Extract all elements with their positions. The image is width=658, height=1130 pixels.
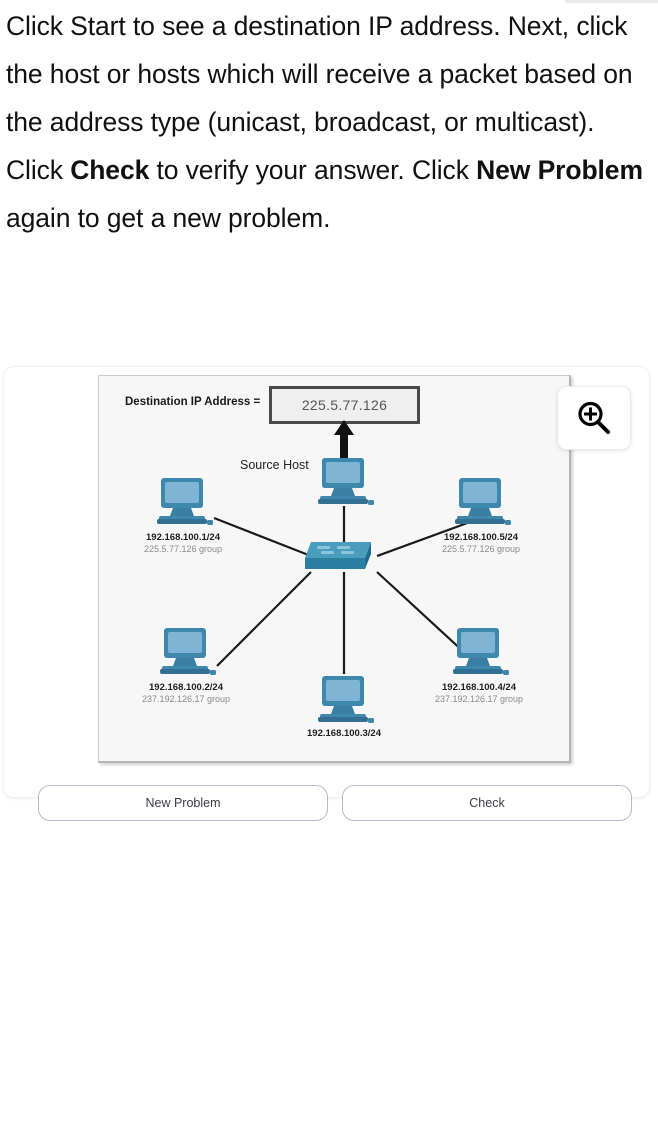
switch-icon[interactable] [297, 536, 379, 576]
packet-arrow-icon [334, 420, 354, 460]
host-group-label: 225.5.77.126 group [143, 544, 223, 554]
instructions-part-3: again to get a new problem. [6, 203, 331, 233]
computer-icon [318, 676, 374, 723]
top-cutoff-strip [565, 0, 658, 3]
host-ip-label: 192.168.100.3/24 [307, 728, 381, 739]
host-left-top[interactable]: 192.168.100.1/24 225.5.77.126 group [144, 476, 222, 554]
destination-ip-box: 225.5.77.126 [269, 386, 420, 424]
host-group-label: 237.192.126.17 group [434, 694, 524, 704]
host-group-label: 237.192.126.17 group [141, 694, 231, 704]
computer-icon [455, 478, 511, 525]
network-diagram: Destination IP Address = 225.5.77.126 So… [98, 375, 571, 1130]
host-ip-label: 192.168.100.2/24 [149, 682, 223, 693]
host-center-bottom[interactable]: 192.168.100.3/24 [307, 674, 381, 739]
instructions-part-2: to verify your answer. Click [149, 155, 477, 185]
destination-ip-value: 225.5.77.126 [301, 397, 388, 413]
instructions-bold-check: Check [70, 155, 150, 185]
zoom-in-button[interactable] [558, 387, 630, 449]
check-button[interactable]: Check [342, 785, 632, 821]
new-problem-button[interactable]: New Problem [38, 785, 328, 821]
activity-card: Destination IP Address = 225.5.77.126 So… [4, 367, 649, 797]
instructions-part-1: Click Start to see a destination IP addr… [6, 11, 633, 185]
source-host-label: Source Host [240, 458, 309, 472]
activity-page: Click Start to see a destination IP addr… [4, 0, 658, 821]
diagram-panel: Destination IP Address = 225.5.77.126 So… [98, 375, 571, 763]
destination-ip-label: Destination IP Address = [125, 396, 261, 408]
host-right-top[interactable]: 192.168.100.5/24 225.5.77.126 group [442, 476, 520, 554]
check-button-label: Check [469, 796, 505, 810]
host-ip-label: 192.168.100.4/24 [442, 682, 516, 693]
host-right-bottom[interactable]: 192.168.100.4/24 237.192.126.17 group [435, 626, 523, 704]
host-ip-label: 192.168.100.5/24 [444, 532, 518, 543]
instructions-bold-new-problem: New Problem [476, 155, 643, 185]
host-group-label: 225.5.77.126 group [441, 544, 521, 554]
computer-icon [157, 478, 213, 525]
new-problem-button-label: New Problem [145, 796, 221, 810]
magnifier-plus-icon [578, 401, 610, 434]
computer-icon [318, 458, 374, 505]
host-source[interactable] [312, 456, 376, 508]
computer-icon [453, 628, 509, 675]
instructions-text: Click Start to see a destination IP addr… [6, 2, 654, 242]
host-left-bottom[interactable]: 192.168.100.2/24 237.192.126.17 group [142, 626, 230, 704]
computer-icon [160, 628, 216, 675]
host-ip-label: 192.168.100.1/24 [146, 532, 220, 543]
